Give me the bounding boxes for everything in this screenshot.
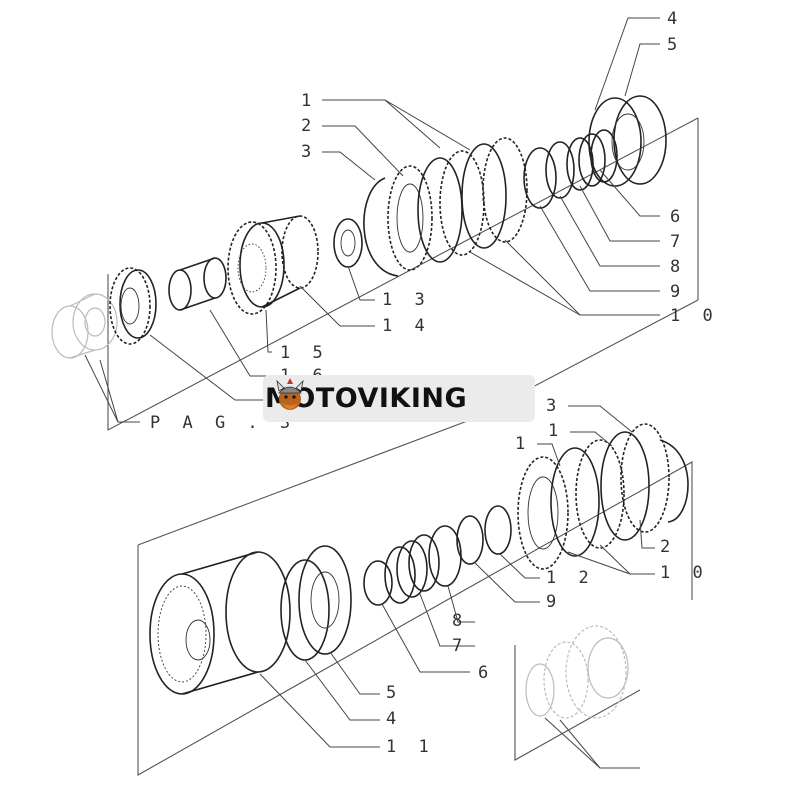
- small-ring: [363, 560, 393, 606]
- callout-bot-2: 2: [660, 537, 676, 557]
- washer-9: [456, 515, 484, 565]
- small-gear: [109, 267, 157, 345]
- callout-top-4: 4: [667, 9, 683, 29]
- viking-mascot-icon: [276, 378, 304, 410]
- callout-top-3: 3: [301, 142, 317, 162]
- washer-12: [484, 505, 512, 555]
- lower-assembly: [149, 423, 689, 719]
- lower-clutch-pack: [517, 423, 670, 570]
- callout-top-8: 8: [670, 257, 686, 277]
- gear-with-bearing: [227, 215, 319, 315]
- bushing: [168, 257, 227, 311]
- callout-bot-12: 1 2: [546, 568, 595, 588]
- clutch-drum: [149, 551, 291, 695]
- lower-snap-ring: [659, 439, 689, 523]
- callout-bot-5: 5: [386, 683, 402, 703]
- callout-top-15: 1 5: [280, 343, 329, 363]
- leader-lines: [84, 17, 660, 769]
- callout-pag: P A G . 3: [150, 413, 296, 433]
- callout-bot-7: 7: [452, 636, 468, 656]
- snap-ring: [363, 177, 399, 277]
- callout-bot-1a: 1: [548, 421, 564, 441]
- callout-bot-10: 1 0: [660, 563, 709, 583]
- frame-lines: [107, 117, 699, 776]
- callout-top-6: 6: [670, 207, 686, 227]
- piston: [298, 545, 352, 655]
- callout-top-2: 2: [301, 116, 317, 136]
- clutch-pack: [387, 137, 528, 271]
- rings-and-spring: [523, 129, 618, 209]
- callout-bot-9: 9: [546, 592, 562, 612]
- callout-bot-4: 4: [386, 709, 402, 729]
- piston-housing: [588, 95, 667, 187]
- callout-bot-1b: 1: [515, 434, 531, 454]
- callout-bot-6: 6: [478, 663, 494, 683]
- callout-bot-8: 8: [452, 611, 468, 631]
- callout-bot-3: 3: [546, 396, 562, 416]
- callout-top-5: 5: [667, 35, 683, 55]
- seal-ring: [280, 559, 330, 661]
- callout-top-7: 7: [670, 232, 686, 252]
- thrust-washer: [333, 218, 363, 268]
- upper-assembly: [51, 95, 667, 359]
- callout-top-9: 9: [670, 282, 686, 302]
- callout-top-10: 1 0: [670, 306, 719, 326]
- callout-top-13: 1 3: [382, 290, 431, 310]
- watermark-banner: MOTOVIKING: [263, 375, 535, 422]
- ghost-gear: [525, 625, 629, 719]
- ghost-hub: [51, 293, 118, 359]
- callout-top-1: 1: [301, 91, 317, 111]
- callout-top-14: 1 4: [382, 316, 431, 336]
- callout-bot-11: 1 1: [386, 737, 435, 757]
